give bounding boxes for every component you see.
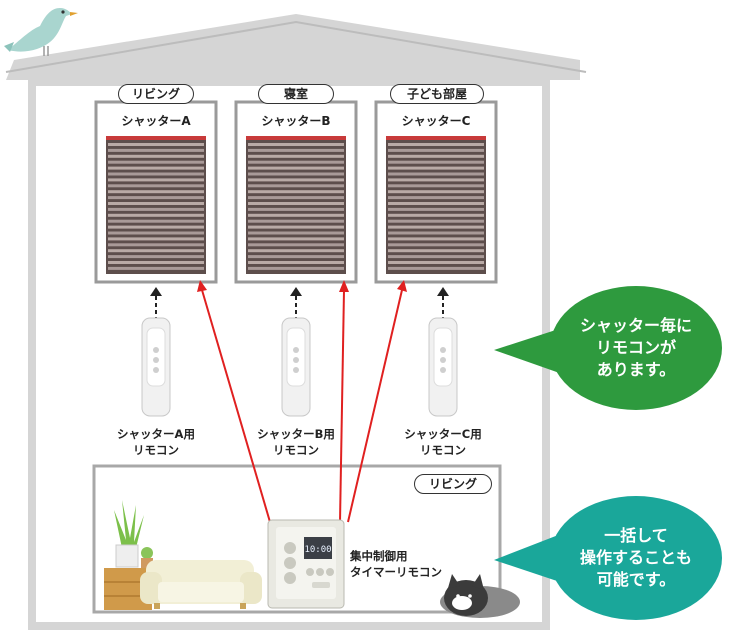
bubble-bottom-line1: 一括して	[604, 526, 668, 545]
bubble-bottom-line3: 可能です。	[596, 570, 676, 589]
bubble-top-line1: シャッター毎に	[579, 316, 692, 335]
bubble-bottom-line2: 操作することも	[579, 548, 692, 567]
remote-icon-a	[141, 317, 171, 417]
shutter-graphic-b	[246, 136, 346, 274]
shutter-title-c: シャッターC	[401, 114, 471, 128]
shutters	[106, 136, 486, 274]
room-label-b: 寝室	[258, 84, 334, 104]
speech-bubble-bottom	[494, 496, 722, 620]
shutter-graphic-c	[386, 136, 486, 274]
central-remote-label-line1: 集中制御用	[350, 549, 408, 563]
remote-label-a-line2: リモコン	[133, 443, 179, 457]
timer-remote-icon: 10:00	[267, 519, 345, 609]
shutter-title-b: シャッターB	[261, 114, 331, 128]
house-roof-line	[5, 20, 587, 73]
timer-display: 10:00	[304, 545, 331, 555]
bubble-top-text: シャッター毎に リモコンが あります。	[556, 315, 716, 381]
remote-label-b-line1: シャッターB用	[257, 427, 335, 441]
remote-label-a: シャッターA用 リモコン	[106, 426, 206, 458]
dashed-connectors	[155, 296, 444, 318]
bubble-top-line3: あります。	[596, 360, 676, 379]
cat-icon	[440, 574, 520, 618]
remote-label-c-line2: リモコン	[420, 443, 466, 457]
plant-icon	[114, 500, 144, 568]
house-outline	[6, 14, 580, 630]
red-arrowheads	[197, 280, 407, 292]
red-arrows	[201, 289, 403, 523]
central-remote-label: 集中制御用 タイマーリモコン	[350, 548, 442, 580]
central-remote-label-line2: タイマーリモコン	[350, 565, 442, 579]
remote-icon-c	[428, 317, 458, 417]
shutter-graphic-a	[106, 136, 206, 274]
remote-icon-b	[281, 317, 311, 417]
remote-label-c-line1: シャッターC用	[404, 427, 482, 441]
remote-label-a-line1: シャッターA用	[117, 427, 195, 441]
room-label-a: リビング	[118, 84, 194, 104]
remote-label-c: シャッターC用 リモコン	[388, 426, 498, 458]
remote-label-b-line2: リモコン	[273, 443, 319, 457]
bubble-bottom-text: 一括して 操作することも 可能です。	[556, 525, 716, 591]
living-room-label: リビング	[414, 474, 492, 494]
cactus-icon	[141, 547, 153, 568]
dashed-arrowheads	[150, 287, 449, 296]
shutter-title-a: シャッターA	[121, 114, 191, 128]
speech-bubble-top	[494, 286, 722, 410]
bubble-top-line2: リモコンが	[595, 338, 676, 357]
sofa-icon	[140, 560, 262, 609]
remotes	[141, 317, 458, 417]
bird-icon	[4, 8, 78, 56]
remote-label-b: シャッターB用 リモコン	[246, 426, 346, 458]
room-label-c: 子ども部屋	[390, 84, 484, 104]
